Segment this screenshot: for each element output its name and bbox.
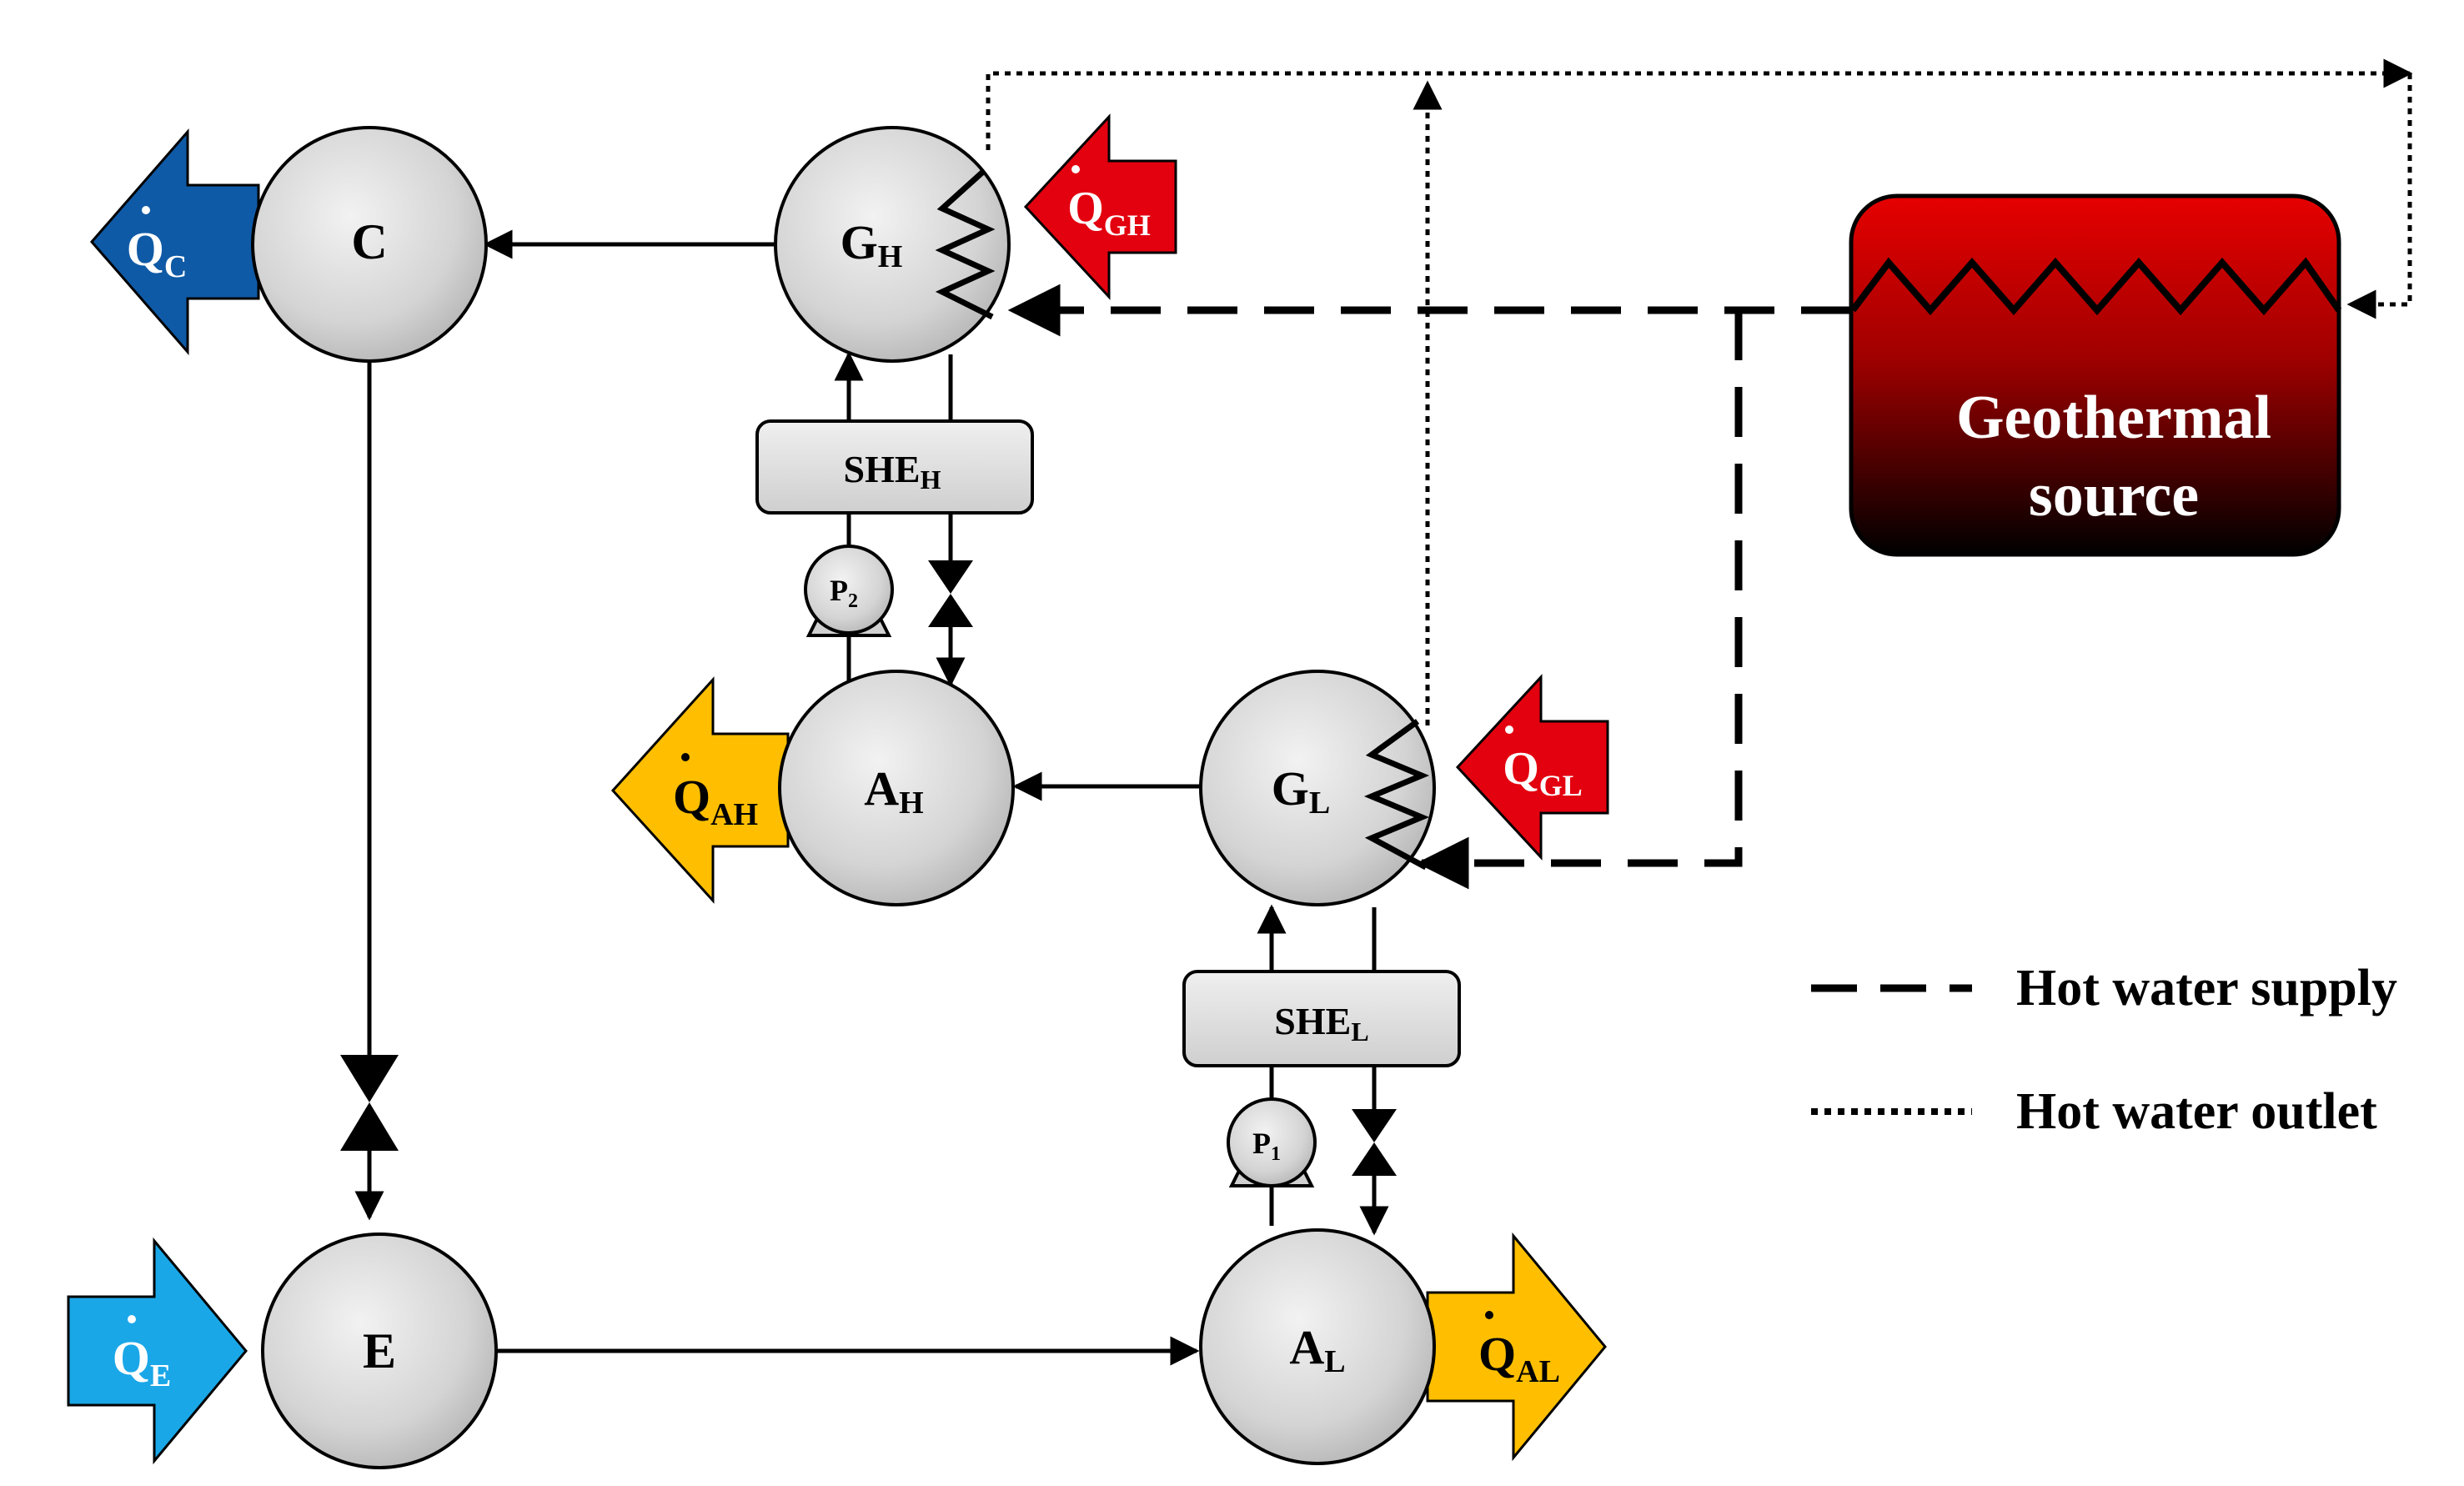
qgl-subscript: GL (1539, 769, 1583, 802)
qc-arrow-shape (90, 128, 260, 356)
absorber-high: AH (778, 670, 1015, 906)
svg-text:QGH: QGH (1067, 183, 1151, 242)
svg-text:P2: P2 (830, 574, 858, 612)
svg-text:QAH: QAH (673, 770, 758, 832)
gh-label: G (841, 215, 878, 269)
heat-flow-qgh: QGH (1023, 113, 1177, 300)
al-sub: L (1324, 1344, 1345, 1379)
she-high: SHEH (755, 419, 1034, 515)
svg-text:AL: AL (1289, 1320, 1345, 1379)
qgh-dot (1071, 165, 1080, 173)
heat-flow-qgl: QGL (1455, 674, 1609, 861)
valve-low (1352, 1109, 1397, 1176)
gl-coil-icon (1363, 719, 1430, 871)
she-low-label: SHE (1274, 1000, 1351, 1042)
heat-flow-qe: QE (67, 1237, 248, 1465)
qal-subscript: AL (1516, 1354, 1560, 1389)
valve-ce-icon (340, 1055, 399, 1151)
valve-low-icon (1352, 1109, 1397, 1176)
legend-supply-label: Hot water supply (2016, 960, 2397, 1017)
hot-water-supply-lines (1007, 284, 1851, 890)
qgh-symbol: Q (1067, 183, 1104, 234)
geothermal-line2: source (2029, 461, 2199, 530)
p1-sub: 1 (1271, 1143, 1281, 1165)
condenser-label: C (351, 214, 387, 269)
she-low-sub: L (1351, 1017, 1368, 1047)
ah-sub: H (899, 786, 924, 821)
hot-water-outlet-lines (986, 58, 2413, 725)
legend-outlet-label: Hot water outlet (2016, 1083, 2377, 1140)
generator-low: GL (1199, 670, 1436, 906)
legend: Hot water supply Hot water outlet (1811, 960, 2397, 1140)
svg-text:GH: GH (841, 215, 903, 274)
outlet-from-gh (986, 58, 2413, 150)
p2-sub: 2 (848, 590, 858, 612)
qal-dot (1485, 1311, 1493, 1319)
heat-flow-qc: QC (90, 128, 260, 356)
generator-high: GH (774, 126, 1011, 363)
al-label: A (1289, 1320, 1324, 1374)
valve-high (928, 560, 973, 627)
she-high-sub: H (921, 464, 941, 494)
qc-dot (142, 206, 150, 214)
svg-text:P1: P1 (1252, 1127, 1281, 1165)
absorber-low: AL (1199, 1228, 1436, 1465)
supply-to-gl (1416, 310, 1743, 890)
gl-sub: L (1309, 786, 1330, 821)
svg-text:SHEH: SHEH (844, 448, 941, 494)
qe-symbol: Q (113, 1331, 150, 1385)
svg-text:QAL: QAL (1478, 1327, 1560, 1389)
svg-text:AH: AH (864, 761, 923, 821)
evaporator-label: E (363, 1323, 396, 1378)
geothermal-coil-icon (1849, 257, 2342, 316)
she-low: SHEL (1182, 970, 1461, 1067)
qah-subscript: AH (710, 797, 758, 832)
qgl-arrow-shape (1455, 674, 1609, 861)
qal-symbol: Q (1478, 1327, 1516, 1381)
svg-text:SHEL: SHEL (1274, 1000, 1368, 1047)
pump-1: P1 (1227, 1097, 1317, 1187)
qah-dot (681, 753, 690, 761)
geothermal-source: Geothermal source (1849, 193, 2342, 557)
p1-label: P (1252, 1127, 1271, 1160)
refrigerant-lines (354, 229, 1389, 1366)
valve-c-e (340, 1055, 399, 1151)
gl-label: G (1272, 761, 1309, 816)
condenser: C (251, 126, 488, 363)
she-high-label: SHE (844, 448, 921, 490)
qe-arrow-shape (67, 1237, 248, 1465)
pump-2: P2 (804, 545, 894, 637)
qgl-symbol: Q (1503, 743, 1539, 795)
ah-label: A (864, 761, 899, 816)
svg-text:GL: GL (1272, 761, 1330, 821)
qe-dot (128, 1315, 136, 1323)
qe-subscript: E (150, 1358, 171, 1393)
qgh-arrow-shape (1023, 113, 1177, 300)
qah-symbol: Q (673, 770, 710, 824)
qc-symbol: Q (127, 222, 164, 276)
qal-arrow-shape (1426, 1232, 1607, 1462)
heat-flow-qah: QAH (610, 676, 790, 904)
qc-subscript: C (164, 249, 187, 284)
gh-sub: H (878, 239, 903, 274)
qgl-dot (1505, 725, 1513, 734)
valve-high-icon (928, 560, 973, 627)
evaporator: E (261, 1232, 498, 1469)
geothermal-line1: Geothermal (1956, 384, 2271, 452)
gh-coil-icon (935, 168, 996, 320)
svg-text:QE: QE (113, 1331, 171, 1393)
heat-flow-qal: QAL (1426, 1232, 1607, 1462)
svg-text:QC: QC (127, 222, 188, 284)
outlet-return-to-source (2346, 73, 2412, 319)
p2-label: P (830, 574, 848, 607)
qah-arrow-shape (610, 676, 790, 904)
qgh-subscript: GH (1104, 208, 1151, 242)
svg-text:QGL: QGL (1503, 743, 1583, 802)
